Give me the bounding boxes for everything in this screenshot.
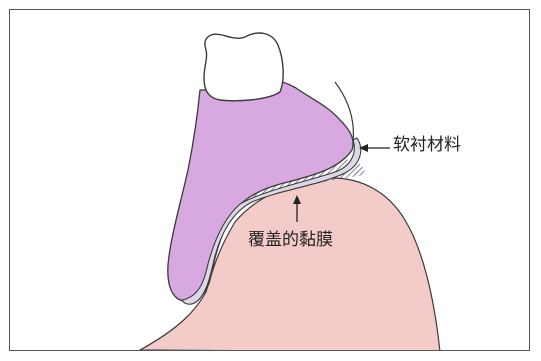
denture-cross-section-illustration	[10, 10, 530, 351]
covered-mucosa-label: 覆盖的黏膜	[248, 232, 333, 249]
diagram-frame: 软衬材料 覆盖的黏膜	[9, 9, 530, 351]
soft-liner-label: 软衬材料	[393, 137, 461, 154]
tooth-crown	[204, 33, 283, 101]
